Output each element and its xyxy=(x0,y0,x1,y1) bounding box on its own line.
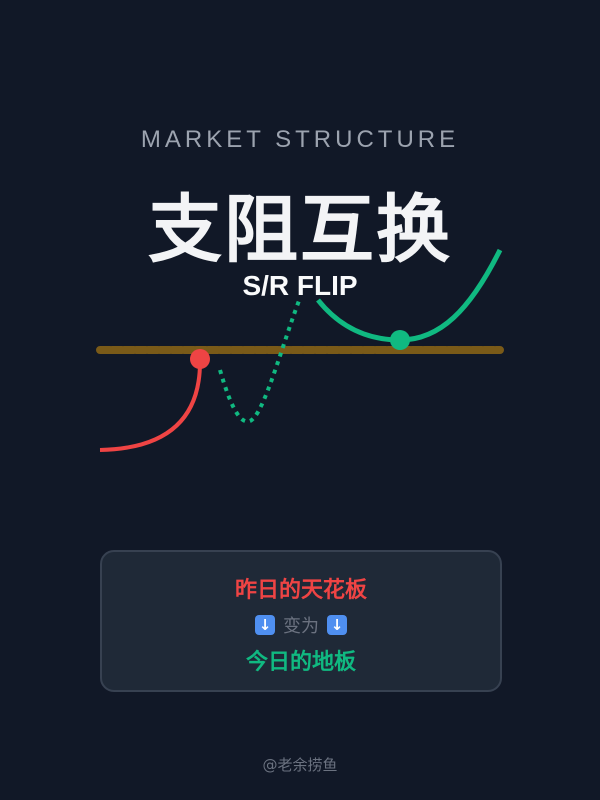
subtitle: MARKET STRUCTURE xyxy=(140,126,460,153)
breakout-dotted-curve xyxy=(218,297,302,424)
today-floor-text: 今日的地板 xyxy=(245,650,356,675)
resistance-touch-dot xyxy=(190,349,210,369)
summary-card: 昨日的天花板 ↓ 变为 ↓ 今日的地板 xyxy=(100,550,502,692)
price-approach-curve xyxy=(99,361,202,452)
author-handle: @老余捞鱼 xyxy=(262,756,338,774)
support-retest-dot xyxy=(390,330,410,350)
becomes-row: ↓ 变为 ↓ xyxy=(102,612,500,638)
english-title: S/R FLIP xyxy=(242,270,358,301)
down-arrow-icon: ↓ xyxy=(255,615,275,635)
page-title: 支阻互换 xyxy=(148,187,452,273)
down-arrow-icon: ↓ xyxy=(327,615,347,635)
yesterday-ceiling-text: 昨日的天花板 xyxy=(234,578,367,603)
becomes-text: 变为 xyxy=(283,616,319,637)
